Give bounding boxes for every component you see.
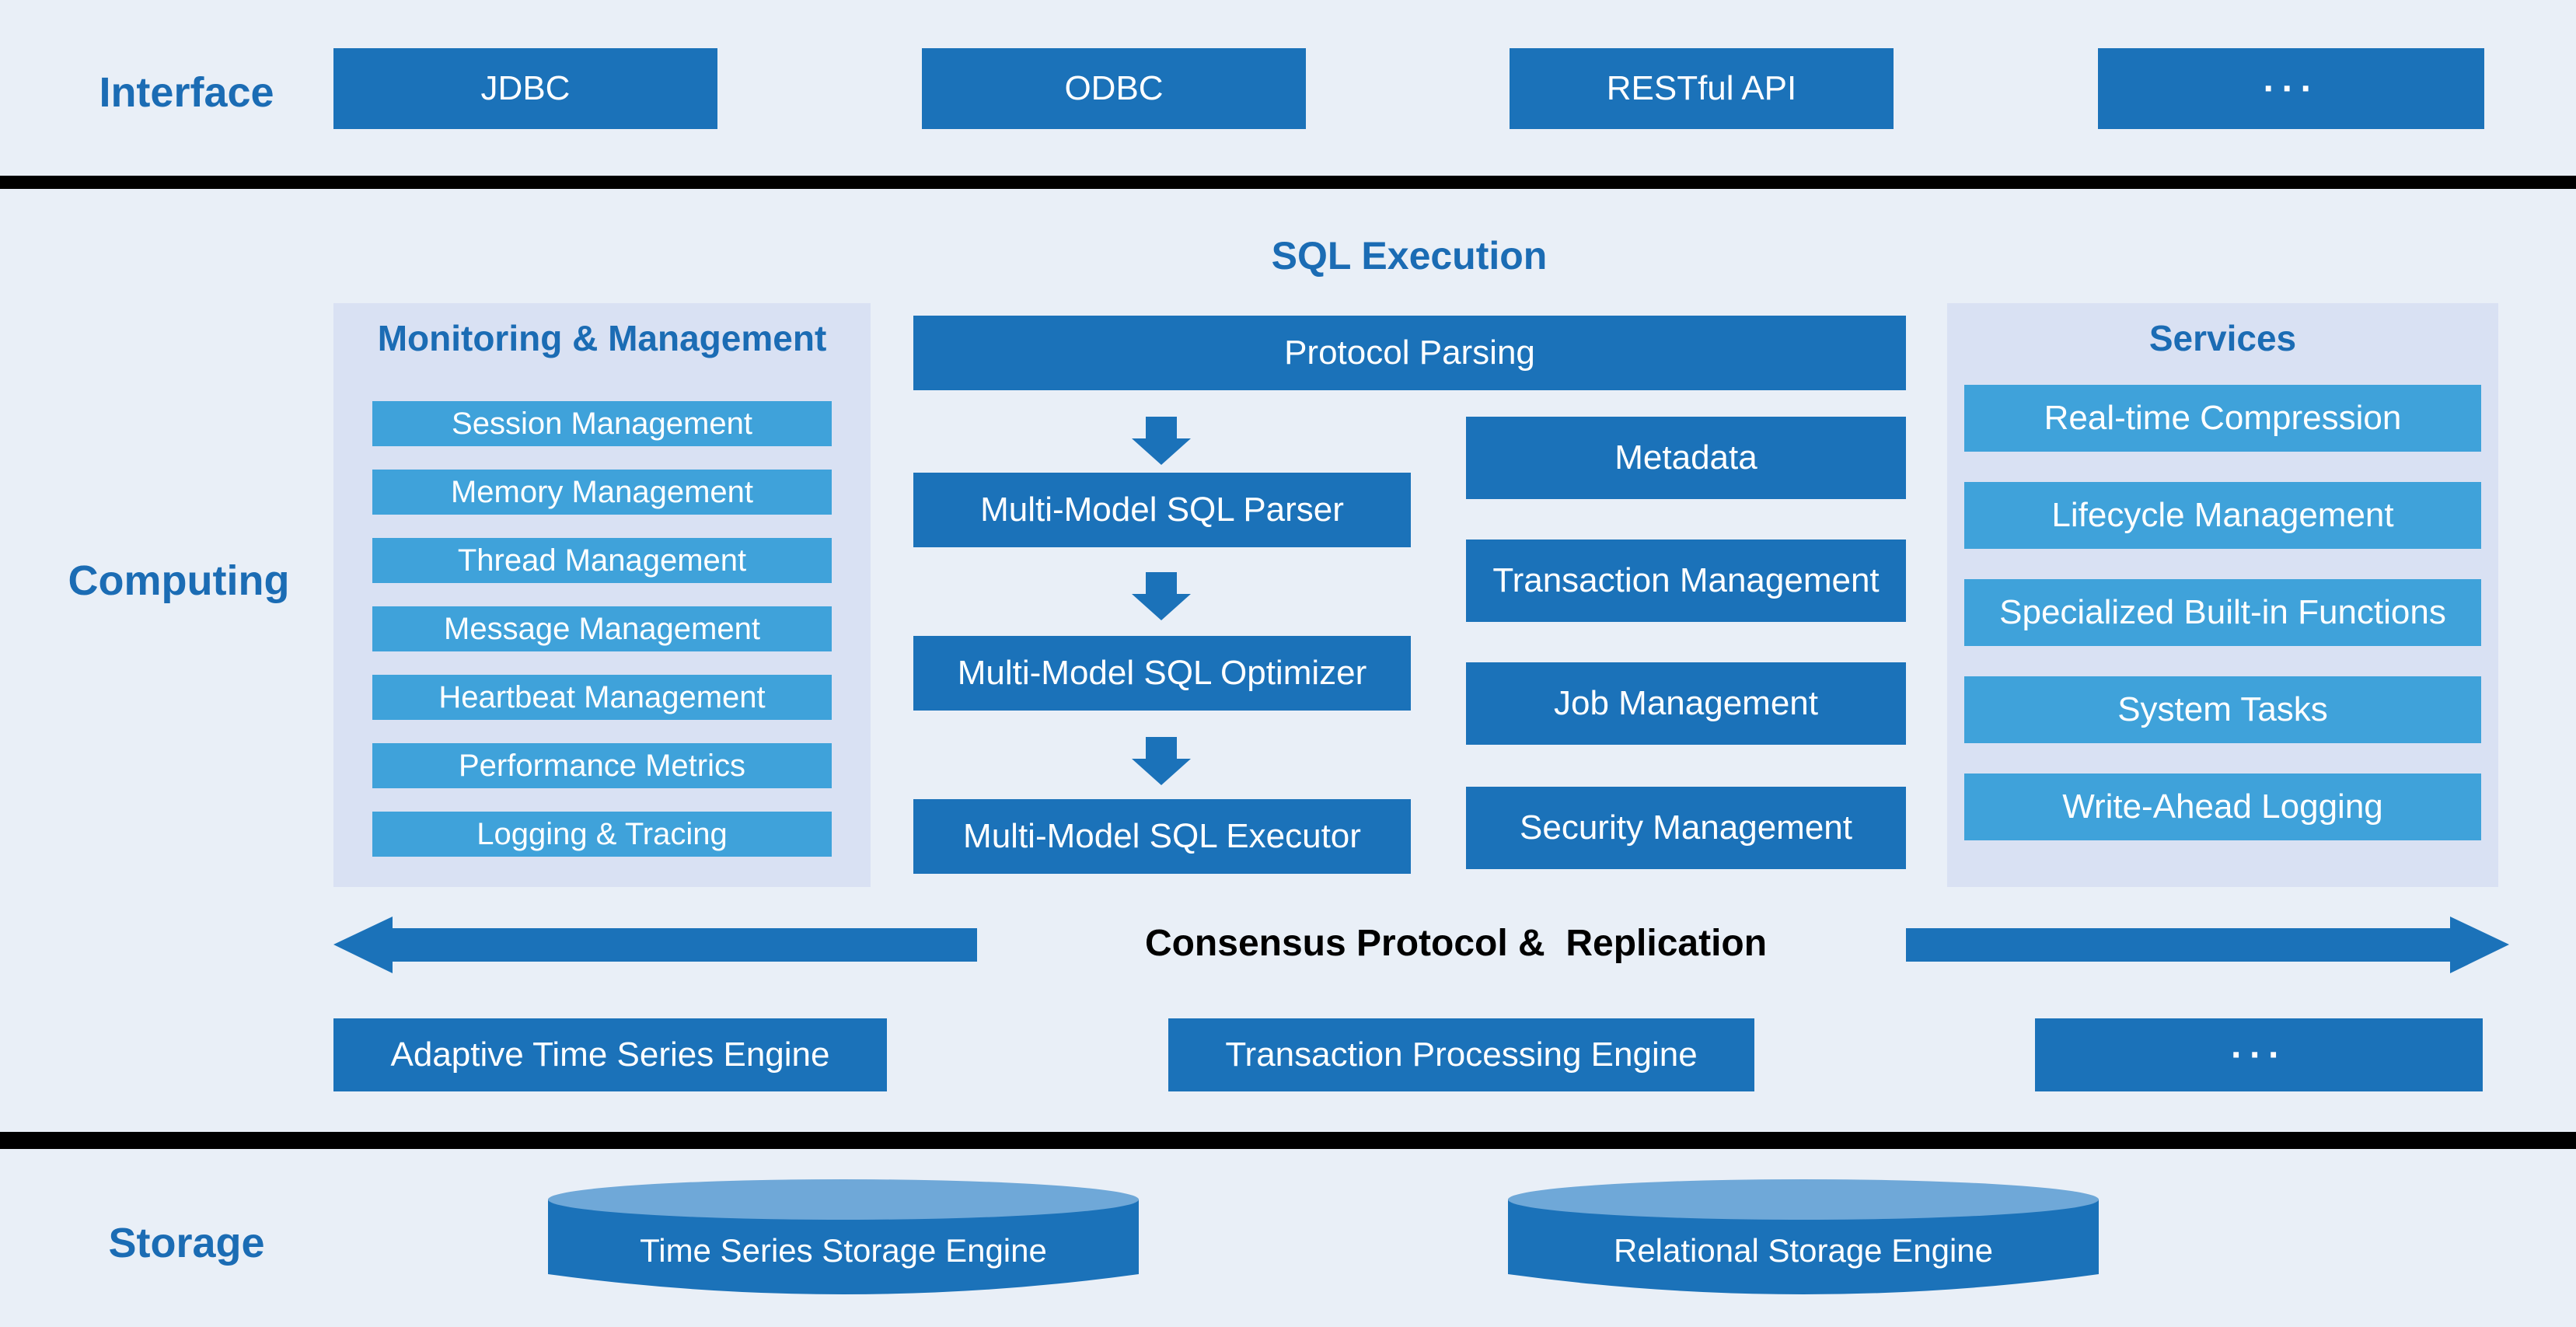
database-cylinder-icon — [548, 1179, 1139, 1294]
left-arrow-icon — [333, 917, 977, 973]
services-panel: Services Real-time Compression Lifecycle… — [1947, 303, 2498, 887]
management-box-transaction: Transaction Management — [1466, 540, 1906, 622]
monitoring-item: Performance Metrics — [372, 743, 832, 788]
interface-box-odbc: ODBC — [922, 48, 1306, 129]
monitoring-management-title: Monitoring & Management — [377, 318, 827, 358]
pipeline-box-sql-parser: Multi-Model SQL Parser — [913, 473, 1411, 547]
cylinder-label: Relational Storage Engine — [1613, 1232, 1993, 1269]
interface-box-jdbc: JDBC — [333, 48, 717, 129]
down-arrow-icon — [1132, 737, 1191, 785]
monitoring-item: Heartbeat Management — [372, 675, 832, 720]
monitoring-item: Session Management — [372, 401, 832, 446]
pipeline-box-protocol-parsing: Protocol Parsing — [913, 316, 1906, 390]
pipeline-box-sql-executor: Multi-Model SQL Executor — [913, 799, 1411, 874]
services-title: Services — [2148, 318, 2297, 358]
monitoring-item: Memory Management — [372, 470, 832, 515]
services-item: Real-time Compression — [1964, 385, 2481, 452]
consensus-replication-label: Consensus Protocol & Replication — [1144, 923, 1768, 964]
monitoring-item: Message Management — [372, 606, 832, 651]
monitoring-item: Thread Management — [372, 538, 832, 583]
sql-execution-title: SQL Execution — [1271, 234, 1548, 278]
divider-interface-computing — [0, 176, 2576, 189]
services-item: Specialized Built-in Functions — [1964, 579, 2481, 646]
cylinder-relational-storage: Relational Storage Engine — [1508, 1179, 2099, 1297]
down-arrow-icon — [1132, 572, 1191, 620]
divider-computing-storage — [0, 1132, 2576, 1149]
storage-label: Storage — [108, 1220, 265, 1266]
interface-label: Interface — [99, 69, 274, 116]
services-item: Lifecycle Management — [1964, 482, 2481, 549]
cylinder-time-series-storage: Time Series Storage Engine — [548, 1179, 1139, 1297]
engine-box-transaction-processing: Transaction Processing Engine — [1168, 1018, 1754, 1091]
pipeline-box-sql-optimizer: Multi-Model SQL Optimizer — [913, 636, 1411, 711]
interface-box-more: ··· — [2098, 48, 2484, 129]
computing-label: Computing — [68, 557, 290, 604]
database-cylinder-icon — [1508, 1179, 2099, 1294]
engine-box-more: ··· — [2035, 1018, 2483, 1091]
monitoring-management-panel: Monitoring & Management Session Manageme… — [333, 303, 871, 887]
management-box-security: Security Management — [1466, 787, 1906, 869]
cylinder-label: Time Series Storage Engine — [640, 1232, 1047, 1269]
management-box-job: Job Management — [1466, 662, 1906, 745]
services-item: System Tasks — [1964, 676, 2481, 743]
down-arrow-icon — [1132, 417, 1191, 465]
engine-box-adaptive-time-series: Adaptive Time Series Engine — [333, 1018, 887, 1091]
monitoring-item: Logging & Tracing — [372, 812, 832, 857]
right-arrow-icon — [1906, 917, 2509, 973]
services-item: Write-Ahead Logging — [1964, 774, 2481, 840]
management-box-metadata: Metadata — [1466, 417, 1906, 499]
interface-box-restful-api: RESTful API — [1510, 48, 1894, 129]
